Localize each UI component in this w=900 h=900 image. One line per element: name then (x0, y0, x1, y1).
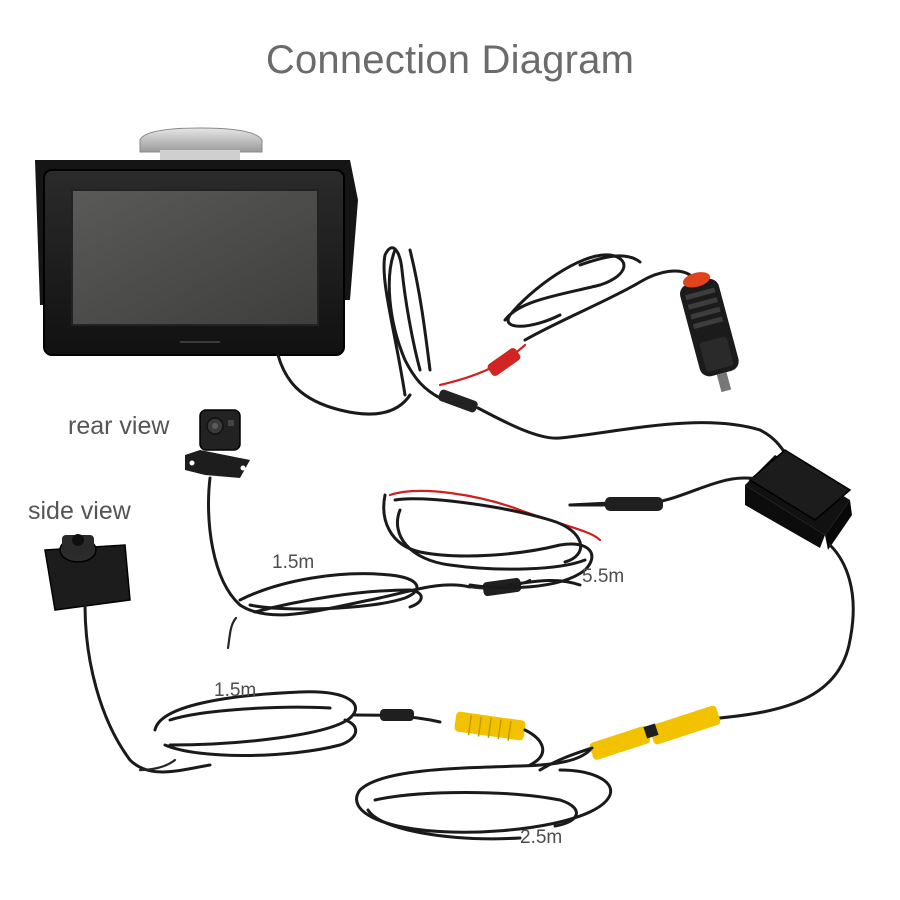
monitor-icon (35, 127, 358, 356)
side-extension-cable-coil (355, 746, 613, 841)
box-to-extension-cable (568, 476, 764, 507)
transmitter-box-icon (745, 449, 852, 550)
rear-camera-cable-length: 1.5m (272, 552, 315, 573)
rca-connector-left (454, 711, 526, 741)
box-to-yellow-cable (718, 543, 855, 720)
power-cable-coil (382, 246, 442, 400)
cigarette-lighter-plug-icon (438, 253, 739, 393)
diagram-title: Connection Diagram (265, 38, 635, 82)
rca-connector-right (589, 705, 721, 760)
extension-cable-length: 5.5m (582, 566, 625, 587)
side-extension-cable-length: 2.5m (520, 827, 563, 848)
side-view-label: side view (28, 497, 131, 525)
rca-left-tail (523, 728, 544, 767)
side-camera-cable-length: 1.5m (214, 680, 257, 701)
extension-cable-coil (382, 489, 663, 590)
side-camera-cable-coil (138, 690, 442, 772)
rear-camera-cable-coil (226, 572, 532, 650)
side-camera-icon (44, 534, 131, 611)
rear-camera-cable (207, 476, 472, 617)
monitor-to-box-cable (438, 389, 792, 462)
monitor-cable (276, 353, 412, 416)
side-camera-cable (83, 603, 212, 774)
rear-view-label: rear view (68, 412, 170, 440)
rear-camera-icon (185, 409, 250, 478)
